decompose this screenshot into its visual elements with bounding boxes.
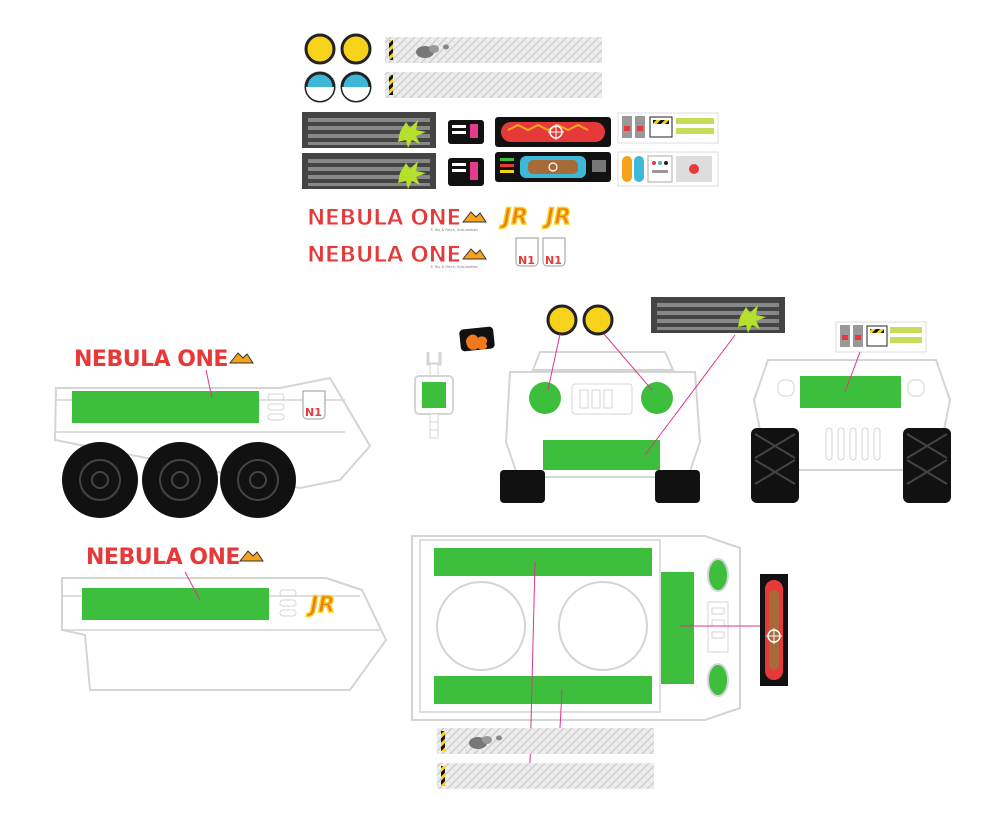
jr-monogram-decal-2: JR xyxy=(541,204,572,231)
svg-text:JR: JR xyxy=(542,205,571,230)
rover-mountain-icon xyxy=(228,352,254,364)
svg-text:N1: N1 xyxy=(545,254,562,267)
headlight-decals-cyan xyxy=(304,71,372,103)
wheel xyxy=(220,442,296,518)
diamond-plate-placed-2 xyxy=(437,763,654,789)
wheel xyxy=(62,442,138,518)
rover-front-view xyxy=(500,304,736,503)
small-caption: © Toy & Fetch, Sukuradeko xyxy=(430,265,478,269)
nebula-one-logo-decal-2: NEBULA ONE © Toy & Fetch, Sukuradeko xyxy=(303,238,491,269)
decal-sheet: NEBULA ONE © Toy & Fetch, Sukuradeko NEB… xyxy=(302,33,719,269)
orange-splat-panel-decal xyxy=(459,326,495,352)
rover-mountain-icon xyxy=(238,550,264,562)
svg-text:N1: N1 xyxy=(305,406,322,419)
wheel xyxy=(903,428,951,503)
headlight-decal xyxy=(582,304,614,336)
headlight-decal xyxy=(546,304,578,336)
rover-mountain-icon xyxy=(461,248,487,260)
robot-arm-piece xyxy=(414,352,454,439)
jr-monogram-decal-1: JR xyxy=(498,204,529,231)
nebula-one-logo-decal-1: NEBULA ONE © Toy & Fetch, Sukuradeko xyxy=(303,201,491,232)
slime-splat-icon xyxy=(398,120,426,148)
vent-decal-1 xyxy=(302,112,436,148)
vent-decal-2 xyxy=(302,153,436,189)
rover-side-view-left: NEBULA ONE N1 xyxy=(53,343,372,518)
small-caption: © Toy & Fetch, Sukuradeko xyxy=(430,228,478,232)
gauge-decal-1 xyxy=(448,120,484,144)
logo-text: NEBULA ONE xyxy=(307,206,461,231)
rover-side-view-right: NEBULA ONE JR xyxy=(61,541,388,691)
n1-badge-decal-2: N1 xyxy=(542,237,566,267)
rover-top-view xyxy=(411,535,788,765)
svg-text:N1: N1 xyxy=(518,254,535,267)
gauge-decal-2 xyxy=(448,158,484,186)
logo-text: NEBULA ONE xyxy=(74,347,228,372)
vent-decal-placed xyxy=(651,297,785,333)
diamond-plate-decal-2 xyxy=(385,72,602,98)
slime-splat-icon xyxy=(738,305,766,333)
dashboard-panel-red xyxy=(495,117,611,147)
logo-text: NEBULA ONE xyxy=(86,545,240,570)
dashboard-panel-blue xyxy=(495,152,611,182)
n1-badge-decal-1: N1 xyxy=(515,237,539,267)
control-panel-decal-2 xyxy=(617,151,719,187)
slime-splat-icon xyxy=(398,161,426,189)
rover-rear-view xyxy=(751,321,952,503)
diamond-plate-decal-1 xyxy=(385,37,602,63)
svg-text:JR: JR xyxy=(306,593,335,618)
control-panel-decal-1 xyxy=(617,112,719,144)
wheel xyxy=(751,428,799,503)
wheel xyxy=(142,442,218,518)
headlight-decals-yellow xyxy=(304,33,372,65)
svg-text:JR: JR xyxy=(499,205,528,230)
diamond-plate-placed-1 xyxy=(437,728,654,754)
rover-mountain-icon xyxy=(461,211,487,223)
logo-text: NEBULA ONE xyxy=(307,243,461,268)
